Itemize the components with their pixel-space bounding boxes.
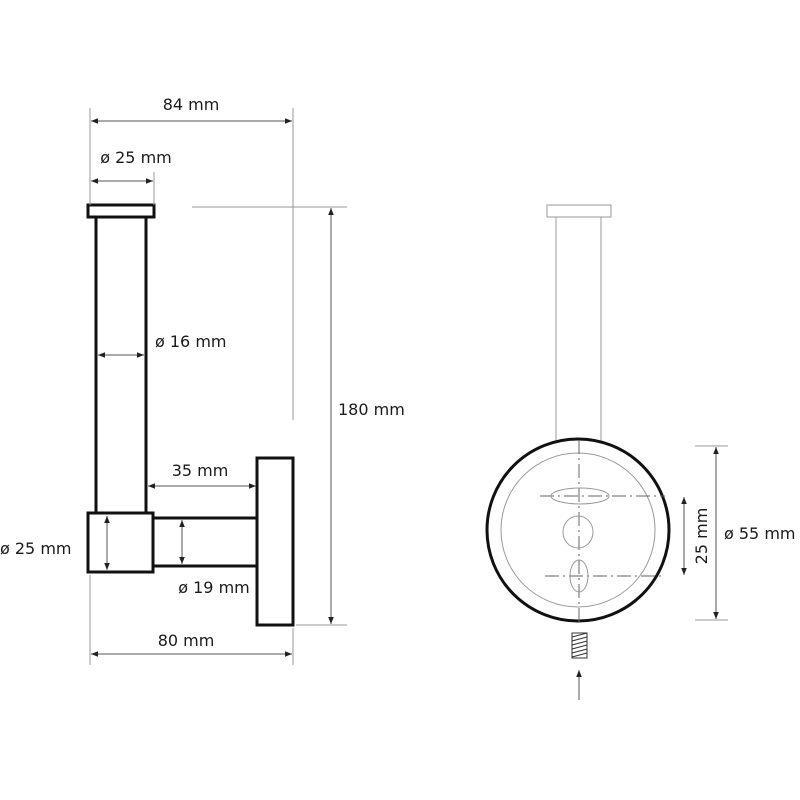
- slot-top: [550, 487, 610, 505]
- side-view: 84 mm ø 25 mm ø 16 mm 180 mm 35 mm ø 25 …: [0, 95, 405, 665]
- screw-icon: [571, 632, 588, 659]
- label-tube-diameter: ø 16 mm: [155, 332, 227, 351]
- wall-plate: [255, 456, 295, 627]
- label-180mm: 180 mm: [338, 400, 405, 419]
- label-35mm: 35 mm: [172, 461, 229, 480]
- slot-bottom: [569, 559, 589, 593]
- front-view: 25 mm ø 55 mm: [485, 204, 796, 700]
- horizontal-arm: [153, 516, 257, 568]
- label-cap-diameter: ø 25 mm: [100, 148, 172, 167]
- label-hole-spacing: 25 mm: [692, 508, 711, 565]
- hole-center: [562, 515, 594, 549]
- label-arm-diameter: ø 19 mm: [178, 578, 250, 597]
- top-cap: [86, 203, 156, 219]
- label-80mm: 80 mm: [158, 631, 215, 650]
- plate-outer: [485, 437, 671, 623]
- base-block: [86, 511, 155, 574]
- vertical-tube: [94, 215, 148, 515]
- label-84mm: 84 mm: [163, 95, 220, 114]
- plate-inner: [500, 452, 656, 608]
- label-plate-diameter: ø 55 mm: [724, 524, 796, 543]
- label-base-diameter: ø 25 mm: [0, 539, 72, 558]
